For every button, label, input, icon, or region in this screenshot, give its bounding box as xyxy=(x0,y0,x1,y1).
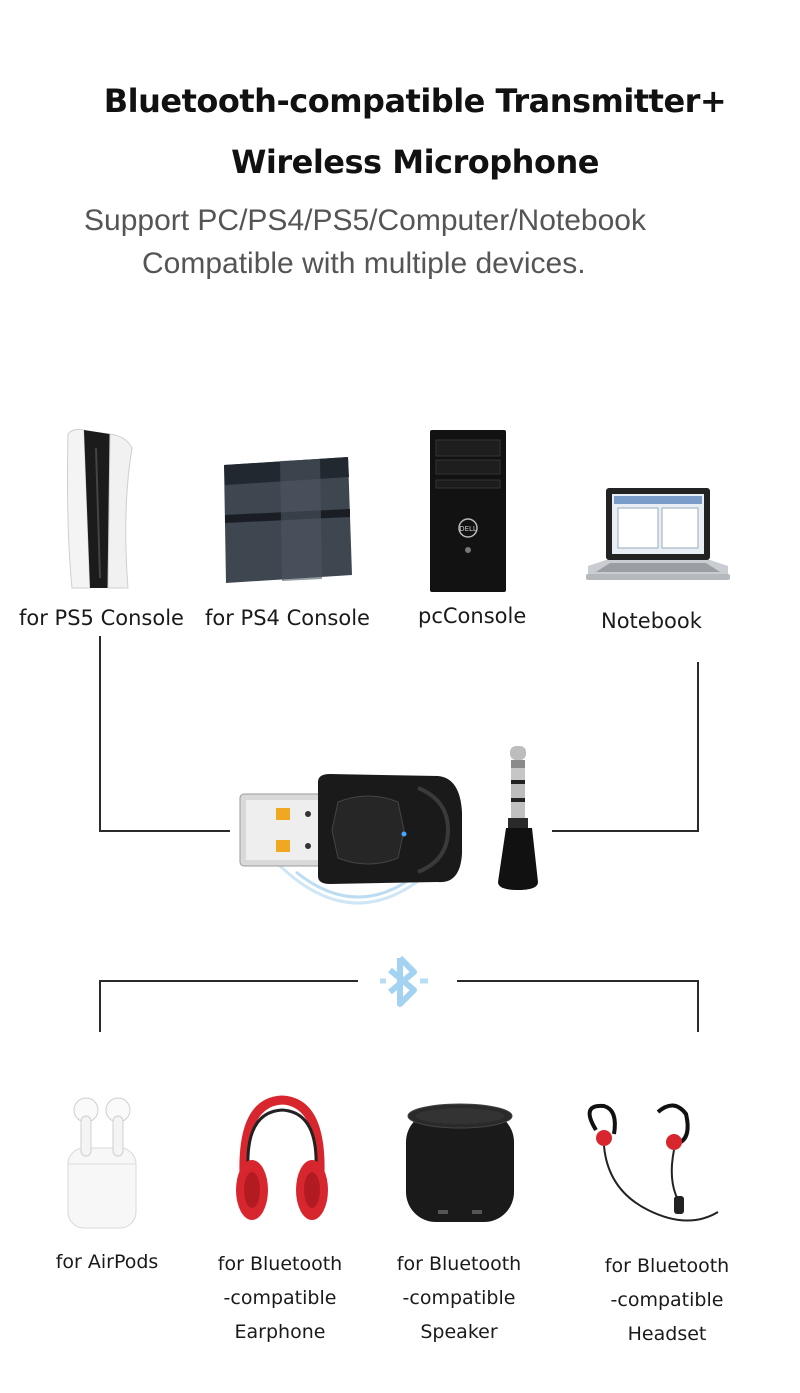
subtitle-line1: Support PC/PS4/PS5/Computer/Notebook xyxy=(84,204,646,237)
connector-line xyxy=(99,980,358,982)
connector-line xyxy=(697,662,699,832)
speaker-icon xyxy=(406,1103,514,1222)
page-title: Bluetooth-compatible Transmitter+ xyxy=(103,82,727,120)
laptop-icon xyxy=(586,488,730,580)
label-line: -compatible xyxy=(610,1289,724,1311)
airpods-icon xyxy=(67,1097,137,1229)
pc-tower-icon: DELL xyxy=(430,430,506,592)
device-label-ps5: for PS5 Console xyxy=(19,606,184,630)
connector-line xyxy=(697,980,699,1032)
device-label-airpods: for AirPods xyxy=(40,1245,174,1279)
audio-jack-microphone-icon xyxy=(498,746,538,890)
label-line: -compatible xyxy=(402,1287,516,1309)
bluetooth-signal-icon xyxy=(380,955,428,1007)
label-line: for AirPods xyxy=(55,1251,159,1273)
usb-bluetooth-dongle-icon xyxy=(239,774,462,905)
label-line: Speaker xyxy=(420,1321,498,1343)
connector-line xyxy=(99,980,101,1032)
device-label-notebook: Notebook xyxy=(601,609,702,633)
label-line: for Bluetooth xyxy=(396,1253,522,1275)
ps5-console-icon xyxy=(67,429,133,589)
device-label-earphone: for Bluetooth -compatible Earphone xyxy=(210,1247,350,1349)
label-line: for Bluetooth xyxy=(217,1253,343,1275)
connector-line xyxy=(552,830,699,832)
sport-earphones-icon xyxy=(587,1103,719,1222)
label-line: Headset xyxy=(627,1323,707,1345)
device-label-headset: for Bluetooth -compatible Headset xyxy=(596,1249,738,1351)
connector-line xyxy=(99,636,101,832)
page-title-line2: Wireless Microphone xyxy=(231,143,599,181)
connector-line xyxy=(457,980,699,982)
device-label-pc: pcConsole xyxy=(418,604,527,628)
device-label-ps4: for PS4 Console xyxy=(205,606,370,630)
ps4-console-icon xyxy=(224,457,352,583)
connector-line xyxy=(99,830,230,832)
label-line: Earphone xyxy=(234,1321,326,1343)
label-line: -compatible xyxy=(223,1287,337,1309)
device-label-speaker: for Bluetooth -compatible Speaker xyxy=(388,1247,530,1349)
red-headphones-icon xyxy=(236,1095,328,1220)
svg-text:DELL: DELL xyxy=(459,525,477,533)
label-line: for Bluetooth xyxy=(604,1255,730,1277)
subtitle-line2: Compatible with multiple devices. xyxy=(142,247,586,280)
